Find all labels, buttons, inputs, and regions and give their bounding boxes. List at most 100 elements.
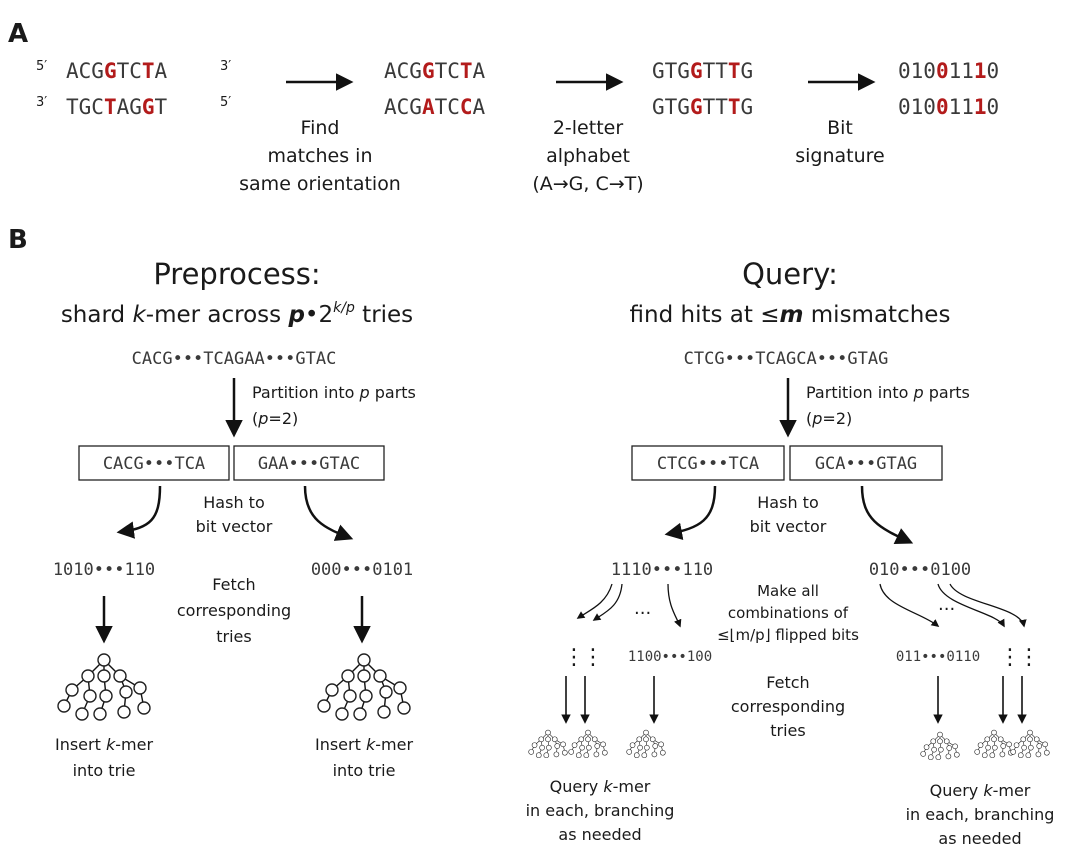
sequence-segment: GTG bbox=[652, 95, 690, 119]
bits-top: 01001110 bbox=[898, 59, 999, 83]
step1-line1: Find bbox=[301, 117, 340, 139]
query-bits-left: 1110•••110 bbox=[611, 560, 713, 580]
sequence-segment: G bbox=[741, 95, 754, 119]
flip-arrow-l2 bbox=[592, 583, 623, 621]
sequence-segment: T bbox=[155, 95, 168, 119]
step2-line3: (A→G, C→T) bbox=[532, 173, 643, 195]
vdots-l2: ⋮ bbox=[582, 645, 604, 670]
flip-arrow-r1 bbox=[879, 583, 940, 627]
flip-ellipsis-left: ... bbox=[634, 598, 651, 619]
preprocess-fetch-line2: corresponding bbox=[177, 601, 291, 620]
step3-line1: Bit bbox=[827, 117, 853, 139]
highlighted-letter: A bbox=[422, 95, 435, 119]
sequence-segment: TC bbox=[117, 59, 142, 83]
query-part-left-box bbox=[631, 445, 785, 481]
highlighted-letter: T bbox=[142, 59, 155, 83]
highlighted-letter: 0 bbox=[936, 95, 949, 119]
sequence-segment: TGC bbox=[66, 95, 104, 119]
query-left-line1: Query k-mer bbox=[550, 777, 651, 796]
query-partition-note: (p=2) bbox=[806, 409, 852, 428]
flip-arrow-r2 bbox=[937, 583, 1005, 628]
preprocess-hash-line1: Hash to bbox=[203, 493, 264, 512]
sequence-segment: AG bbox=[117, 95, 142, 119]
flip-ellipsis-right: ... bbox=[938, 594, 955, 615]
sequence-segment: 0 bbox=[987, 59, 1000, 83]
query-left-line3: as needed bbox=[558, 825, 641, 844]
preprocess-insert-left-line2: into trie bbox=[73, 761, 136, 780]
query-flipped-left: 1100•••100 bbox=[628, 649, 712, 665]
step1-line3: same orientation bbox=[239, 173, 401, 195]
query-title: Query: bbox=[742, 257, 838, 291]
query-flipped-right: 011•••0110 bbox=[896, 649, 980, 665]
highlighted-letter: T bbox=[728, 95, 741, 119]
step1-line2: matches in bbox=[267, 145, 372, 167]
preprocess-hash-arrow-left bbox=[116, 485, 162, 539]
query-flip-line3: ≤⌊m/p⌋ flipped bits bbox=[717, 626, 859, 644]
trie-icon-q5 bbox=[975, 730, 1014, 758]
sequence-segment: A bbox=[473, 59, 486, 83]
matched-top-sequence: ACGGTCTA bbox=[384, 59, 486, 83]
highlighted-letter: 1 bbox=[974, 59, 987, 83]
matched-bottom-sequence: ACGATCCA bbox=[384, 95, 486, 119]
vdots-l1: ⋮ bbox=[563, 645, 585, 670]
query-hash-arrow-left bbox=[664, 485, 717, 541]
twoletter-bottom-sequence: GTGGTTTG bbox=[652, 95, 753, 119]
twoletter-top-sequence: GTGGTTTG bbox=[652, 59, 753, 83]
bits-bottom: 01001110 bbox=[898, 95, 999, 119]
highlighted-letter: G bbox=[690, 59, 703, 83]
query-right-line2: in each, branching bbox=[906, 805, 1055, 824]
preprocess-insert-right-line1: Insert k-mer bbox=[315, 735, 413, 754]
flip-arrow-l1 bbox=[576, 583, 613, 619]
trie-icon-q3 bbox=[627, 730, 666, 758]
preprocess-fetch-line3: tries bbox=[216, 627, 251, 646]
preprocess-part-right-box bbox=[233, 445, 385, 481]
preprocess-kmer: CACG•••TCAGAA•••GTAC bbox=[132, 349, 337, 369]
query-subtitle: find hits at ≤m mismatches bbox=[630, 302, 951, 328]
trie-icon-right bbox=[317, 653, 411, 721]
bottom-3prime-label: 3′ bbox=[36, 95, 47, 110]
vdots-r1: ⋮ bbox=[999, 645, 1021, 670]
trie-icon-q6 bbox=[1011, 730, 1050, 758]
highlighted-letter: T bbox=[728, 59, 741, 83]
step3-line2: signature bbox=[795, 145, 885, 167]
preprocess-insert-right-line2: into trie bbox=[333, 761, 396, 780]
top-3prime-label: 3′ bbox=[220, 59, 231, 74]
preprocess-partition-label: Partition into p parts bbox=[252, 383, 416, 402]
strand-top-sequence: ACGGTCTA bbox=[66, 59, 168, 83]
sequence-segment: GTG bbox=[652, 59, 690, 83]
preprocess-subtitle: shard k-mer across p•2k/p tries bbox=[61, 300, 413, 328]
query-part-left: CTCG•••TCA bbox=[657, 454, 759, 474]
highlighted-letter: C bbox=[460, 95, 473, 119]
query-bits-right: 010•••0100 bbox=[869, 560, 971, 580]
step2-line2: alphabet bbox=[546, 145, 630, 167]
highlighted-letter: G bbox=[142, 95, 155, 119]
sequence-segment: TT bbox=[703, 59, 729, 83]
highlighted-letter: 1 bbox=[974, 95, 987, 119]
strand-bottom-sequence: TGCTAGGT bbox=[66, 95, 168, 119]
highlighted-letter: G bbox=[104, 59, 117, 83]
sequence-segment: ACG bbox=[66, 59, 104, 83]
sequence-segment: A bbox=[155, 59, 168, 83]
sequence-segment: 010 bbox=[898, 95, 936, 119]
query-hash-line2: bit vector bbox=[750, 517, 827, 536]
sequence-segment: TT bbox=[703, 95, 729, 119]
highlighted-letter: T bbox=[104, 95, 117, 119]
query-part-right: GCA•••GTAG bbox=[815, 454, 917, 474]
query-flip-line2: combinations of bbox=[728, 604, 849, 622]
highlighted-letter: G bbox=[422, 59, 435, 83]
flip-arrow-l3 bbox=[667, 583, 682, 628]
query-partition-label: Partition into p parts bbox=[806, 383, 970, 402]
trie-icon-q4 bbox=[921, 732, 960, 760]
query-left-line2: in each, branching bbox=[526, 801, 675, 820]
sequence-segment: G bbox=[741, 59, 754, 83]
preprocess-bits-left: 1010•••110 bbox=[53, 560, 155, 580]
preprocess-part-left-box bbox=[78, 445, 230, 481]
trie-icon-left bbox=[57, 653, 151, 721]
sequence-segment: TC bbox=[435, 59, 460, 83]
step2-line1: 2-letter bbox=[553, 117, 624, 139]
highlighted-letter: T bbox=[460, 59, 473, 83]
query-flip-line1: Make all bbox=[757, 582, 819, 600]
query-part-right-box bbox=[789, 445, 943, 481]
preprocess-fetch-line1: Fetch bbox=[212, 575, 255, 594]
